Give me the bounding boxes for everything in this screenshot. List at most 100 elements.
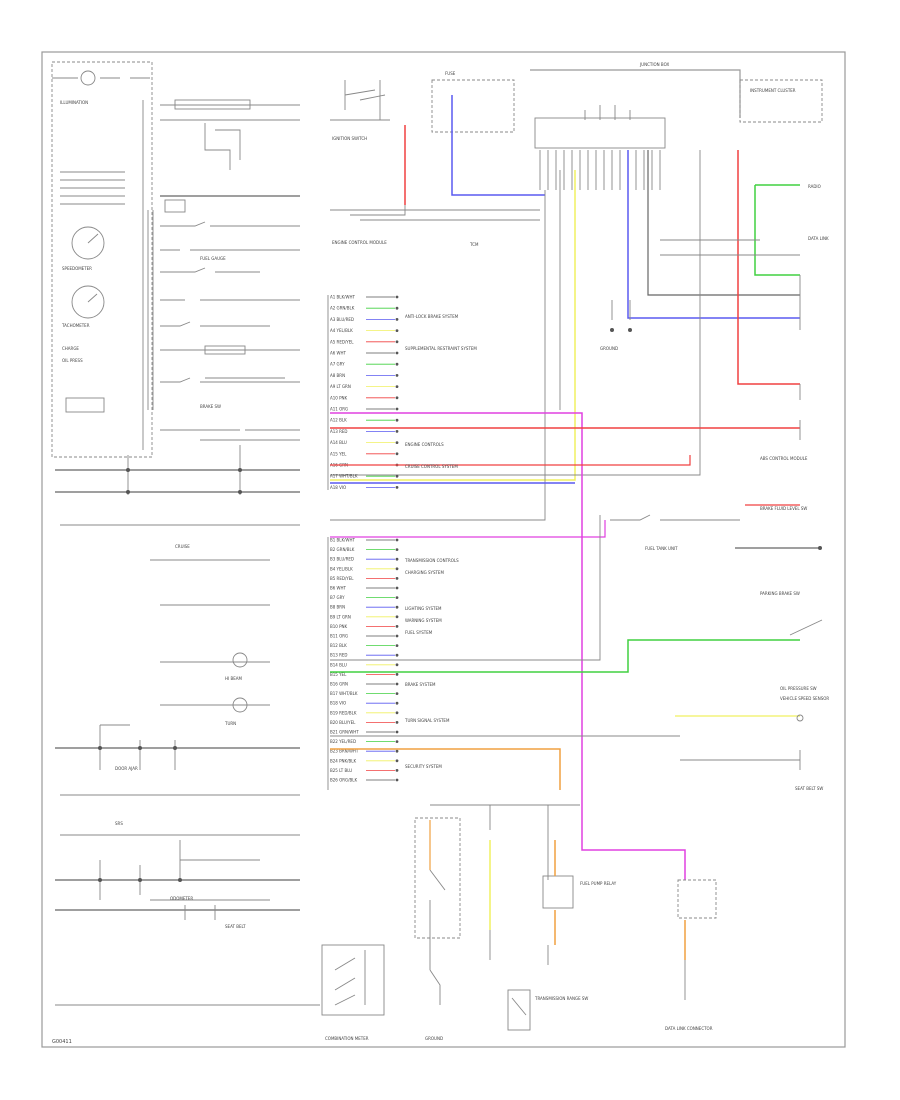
connector-b-row-terminal — [395, 644, 399, 647]
connector-a-row-terminal — [395, 362, 399, 366]
system-note: SUPPLEMENTAL RESTRAINT SYSTEM — [405, 346, 477, 351]
connector-b-row-label: B2 GRN/BLK — [330, 547, 355, 552]
connector-a-row-label: A10 PNK — [330, 395, 348, 400]
connector-b-row-terminal — [395, 769, 399, 772]
left-label: CRUISE — [175, 544, 190, 549]
connector-a-row-label: A14 BLU — [330, 440, 347, 445]
connector-b-row-label: B12 BLK — [330, 643, 347, 648]
system-note: TRANSMISSION CONTROLS — [404, 558, 459, 563]
connector-b-row-label: B15 YEL — [330, 672, 347, 677]
connector-b-row-terminal — [395, 605, 399, 609]
connector-b-row-terminal — [395, 567, 399, 571]
connector-b-row-terminal — [395, 711, 399, 715]
connector-a-row-label: A12 BLK — [330, 418, 347, 423]
connector-b-row-label: B24 PNK/BLK — [330, 758, 356, 763]
bottom-modules — [414, 817, 717, 1031]
connector-a-row-terminal — [395, 351, 399, 355]
connector-b-row-terminal — [395, 682, 399, 686]
right-label: SEAT BELT SW — [795, 786, 823, 791]
connector-b-row-terminal — [395, 615, 399, 619]
left-label: CHARGE — [62, 346, 79, 351]
connector-b-row-terminal — [395, 634, 399, 638]
system-note: TURN SIGNAL SYSTEM — [404, 718, 450, 723]
connector-a-row-label: A7 GRY — [330, 362, 345, 367]
system-note-group: ANTI-LOCK BRAKE SYSTEM SUPPLEMENTAL REST… — [404, 314, 477, 769]
center-label: TCM — [469, 242, 479, 247]
center-label: GROUND — [600, 346, 618, 351]
connector-b-row-label: B7 GRY — [330, 595, 345, 600]
connector-a-row-label: A9 LT GRN — [330, 384, 351, 389]
connector-a-row-terminal — [395, 318, 399, 321]
right-label: PARKING BRAKE SW — [760, 591, 800, 596]
connector-a-row-terminal — [395, 374, 399, 377]
connector-a-row-terminal — [395, 329, 399, 332]
bottom-label: DATA LINK CONNECTOR — [665, 1026, 713, 1031]
left-label: SEAT BELT — [225, 924, 246, 929]
system-note: CHARGING SYSTEM — [405, 570, 444, 575]
connector-b-row-label: B18 VIO — [330, 701, 346, 706]
connector-b-row-label: B1 BLK/WHT — [330, 538, 355, 543]
connector-a-row-terminal — [395, 385, 399, 388]
ignition-switch — [330, 80, 540, 221]
connector-b-row-label: B23 BRN/WHT — [330, 749, 359, 754]
connector-b-row-label: B10 PNK — [330, 624, 348, 629]
fuse-box — [431, 79, 545, 196]
connector-b-row-label: B17 WHT/BLK — [330, 691, 358, 696]
center-label: INSTRUMENT CLUSTER — [750, 88, 796, 93]
connector-b-row-label: B25 LT BLU — [330, 768, 352, 773]
connector-a-row-terminal — [395, 441, 399, 444]
connector-b-row-terminal — [395, 653, 399, 657]
connector-a-row-terminal — [395, 430, 399, 433]
connector-a-row-label: A5 RED/YEL — [330, 339, 354, 344]
connector-a-row-label: A11 ORG — [330, 407, 348, 412]
left-label: BRAKE SW — [200, 404, 221, 409]
combination-meter-switch — [321, 944, 385, 1016]
junction-connector — [530, 69, 823, 190]
connector-b-row-label: B21 GRN/WHT — [330, 730, 359, 735]
connector-b-row-terminal — [395, 740, 399, 743]
bottom-label: FUEL PUMP RELAY — [580, 881, 617, 886]
center-label-group: IGNITION SWITCH FUSE JUNCTION BOX GROUND… — [332, 62, 796, 351]
left-label: ODOMETER — [170, 896, 193, 901]
system-note: CRUISE CONTROL SYSTEM — [405, 464, 458, 469]
connector-b-row-label: B11 ORG — [330, 634, 348, 639]
connector-b-row-label: B26 ORG/BLK — [330, 778, 357, 783]
connector-b-row-label: B4 YEL/BLK — [330, 566, 353, 571]
connector-a-row-label: A6 WHT — [330, 351, 347, 356]
lower-center-wires — [330, 515, 800, 880]
connector-a-row-terminal — [395, 418, 399, 422]
junction-drops — [330, 150, 800, 521]
connector-a-row-label: A17 WHT/BLK — [330, 474, 358, 479]
connector-b-row-label: B6 WHT — [330, 586, 347, 591]
center-label: ENGINE CONTROL MODULE — [332, 240, 387, 245]
connector-b-row-label: B16 GRN — [330, 682, 348, 687]
pink-red-wires — [330, 412, 800, 880]
tachometer-gauge — [71, 285, 105, 319]
left-label: TACHOMETER — [61, 323, 90, 328]
connector-a-row-label: A8 BRN — [330, 373, 345, 378]
right-components — [610, 275, 823, 770]
connector-b-row-label: B13 RED — [330, 653, 348, 658]
speedometer-gauge — [71, 226, 105, 260]
diagram-frame — [41, 51, 846, 1048]
left-buses — [55, 445, 320, 1006]
center-label: JUNCTION BOX — [639, 62, 669, 67]
connector-b-row-terminal — [395, 538, 399, 542]
connector-b-row-label: B22 YEL/RED — [330, 739, 356, 744]
connector-a-row-terminal — [395, 396, 399, 400]
connector-b-row-terminal — [395, 596, 399, 599]
left-label: ILLUMINATION — [60, 100, 88, 105]
connector-b-row-label: B14 BLU — [330, 662, 347, 667]
connector-b-row-terminal — [395, 692, 399, 695]
system-note: ANTI-LOCK BRAKE SYSTEM — [405, 314, 459, 319]
connector-b-row-label: B3 BLU/RED — [330, 557, 354, 562]
connector-a-row-label: A18 VIO — [330, 485, 346, 490]
connector-a-row-label: A2 GRN/BLK — [330, 306, 355, 311]
system-note: SECURITY SYSTEM — [405, 764, 442, 769]
system-note: BRAKE SYSTEM — [405, 682, 436, 687]
connector-b-row-terminal — [395, 721, 399, 724]
connector-a-row-terminal — [395, 407, 399, 411]
right-label: VEHICLE SPEED SENSOR — [780, 696, 829, 701]
